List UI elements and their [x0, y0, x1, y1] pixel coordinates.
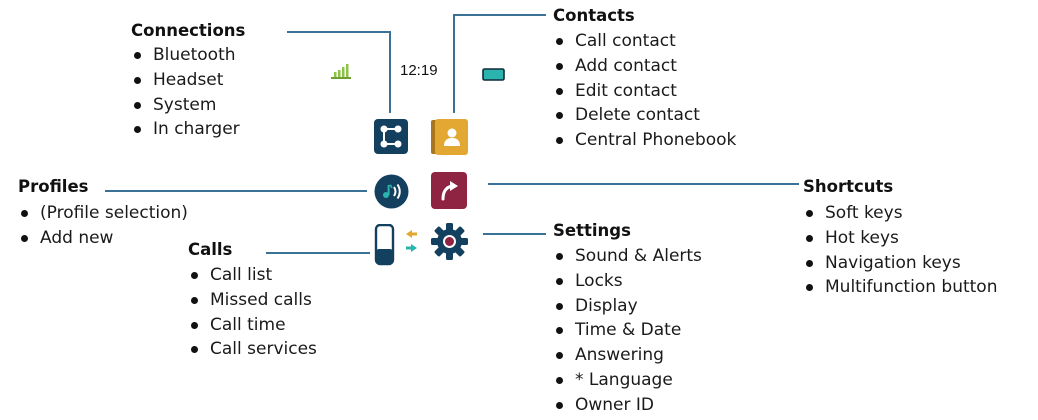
list-item[interactable]: Display [553, 294, 702, 319]
contacts-group: Contacts Call contact Add contact Edit c… [553, 6, 736, 153]
connector-profiles [105, 190, 367, 192]
list-item[interactable]: Edit contact [553, 79, 736, 104]
settings-group: Settings Sound & Alerts Locks Display Ti… [553, 221, 702, 418]
contacts-title: Contacts [553, 6, 635, 25]
connector-connections-v [389, 31, 391, 113]
settings-title: Settings [553, 221, 631, 240]
profiles-list: (Profile selection) Add new [18, 201, 188, 251]
list-item[interactable]: Locks [553, 269, 702, 294]
calls-group: Calls Call list Missed calls Call time C… [188, 240, 317, 362]
list-item[interactable]: Call services [188, 337, 317, 362]
list-item[interactable]: System [131, 93, 245, 118]
list-item[interactable]: Call contact [553, 29, 736, 54]
list-item[interactable]: Answering [553, 343, 702, 368]
signal-strength-icon [331, 63, 351, 85]
connector-connections-h [287, 31, 391, 33]
shortcuts-title: Shortcuts [803, 177, 894, 196]
list-item[interactable]: In charger [131, 117, 245, 142]
status-time: 12:19 [400, 62, 438, 79]
list-item[interactable]: Missed calls [188, 288, 317, 313]
list-item[interactable]: * Language [553, 368, 702, 393]
shortcut-arrow-icon[interactable] [431, 172, 467, 213]
connector-shortcuts [488, 183, 799, 185]
list-item[interactable]: Multifunction button [803, 275, 997, 300]
contacts-list: Call contact Add contact Edit contact De… [553, 29, 736, 153]
battery-icon [482, 66, 506, 85]
list-item[interactable]: Central Phonebook [553, 128, 736, 153]
shortcuts-list: Soft keys Hot keys Navigation keys Multi… [803, 201, 997, 300]
connections-title: Connections [131, 21, 246, 40]
list-item[interactable]: Hot keys [803, 226, 997, 251]
connector-contacts-v [453, 14, 455, 113]
list-item[interactable]: Call list [188, 263, 317, 288]
profiles-title: Profiles [18, 177, 89, 196]
list-item[interactable]: (Profile selection) [18, 201, 188, 226]
connections-icon[interactable] [374, 119, 408, 158]
list-item[interactable]: Call time [188, 313, 317, 338]
calls-title: Calls [188, 240, 233, 259]
settings-list: Sound & Alerts Locks Display Time & Date… [553, 244, 702, 418]
list-item[interactable]: Add contact [553, 54, 736, 79]
contacts-book-icon[interactable] [431, 119, 468, 159]
connections-group: Connections Bluetooth Headset System In … [131, 21, 245, 142]
profile-speaker-icon[interactable] [374, 174, 409, 213]
connector-settings [483, 233, 546, 235]
list-item[interactable]: Soft keys [803, 201, 997, 226]
calls-list: Call list Missed calls Call time Call se… [188, 263, 317, 362]
list-item[interactable]: Delete contact [553, 103, 736, 128]
calls-phone-icon[interactable] [374, 223, 420, 270]
settings-gear-icon[interactable] [431, 223, 468, 264]
connector-calls [266, 252, 370, 254]
connections-list: Bluetooth Headset System In charger [131, 43, 245, 142]
list-item[interactable]: Bluetooth [131, 43, 245, 68]
list-item[interactable]: Sound & Alerts [553, 244, 702, 269]
shortcuts-group: Shortcuts Soft keys Hot keys Navigation … [803, 177, 997, 300]
list-item[interactable]: Owner ID [553, 393, 702, 418]
connector-contacts-h [453, 14, 546, 16]
list-item[interactable]: Navigation keys [803, 251, 997, 276]
list-item[interactable]: Add new [18, 226, 188, 251]
profiles-group: Profiles (Profile selection) Add new [18, 177, 188, 251]
list-item[interactable]: Time & Date [553, 318, 702, 343]
list-item[interactable]: Headset [131, 68, 245, 93]
